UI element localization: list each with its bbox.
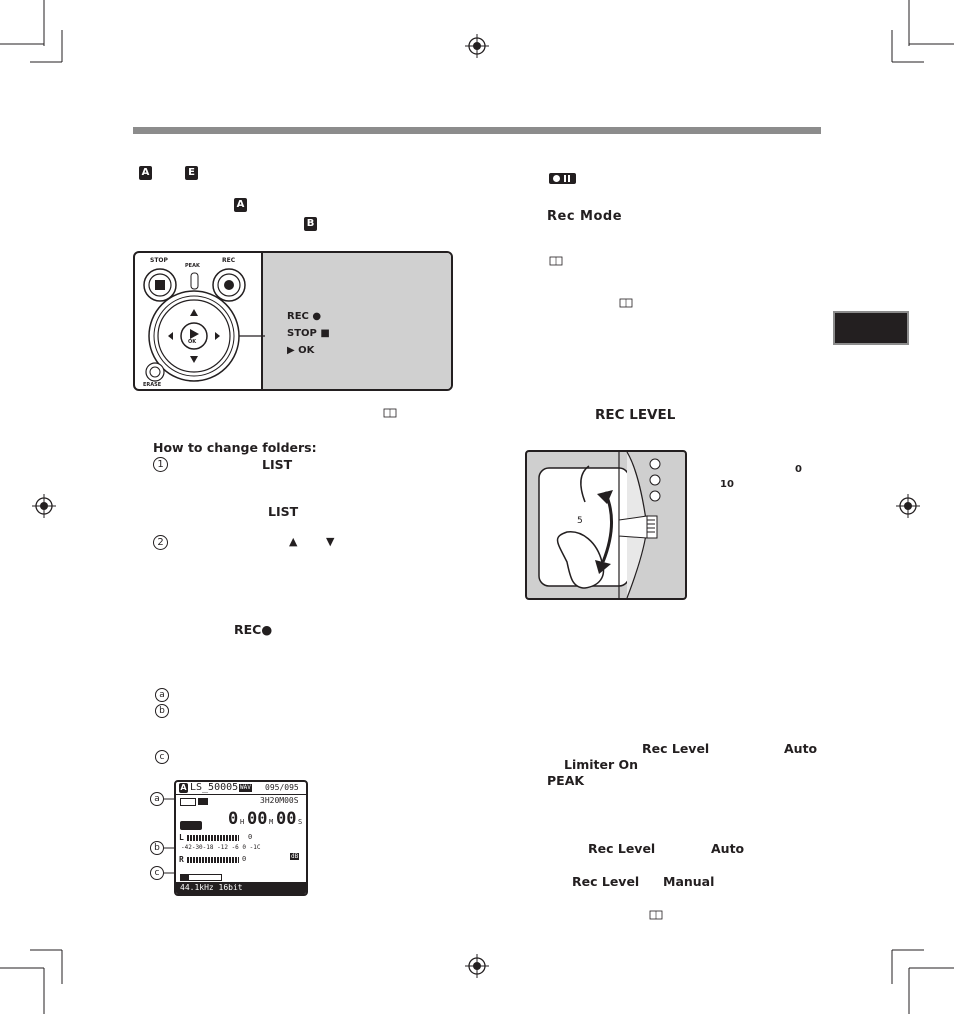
input-icon xyxy=(198,798,208,805)
erase-label: ERASE xyxy=(143,382,162,388)
header-rule xyxy=(133,127,821,134)
registration-mark-bottom xyxy=(465,954,489,978)
annotation-a: a xyxy=(155,688,169,702)
dial-value-0: 0 xyxy=(795,464,802,475)
list-button-ref: LIST xyxy=(268,504,299,519)
level-meter-right-zero: 0 xyxy=(242,855,247,863)
list-button-ref: LIST xyxy=(262,457,293,472)
lcd-time-s-unit: S xyxy=(298,818,303,826)
lcd-format-badge: WAV xyxy=(239,784,252,792)
peak-label: PEAK xyxy=(185,263,200,269)
level-meter-left-label: L xyxy=(179,833,184,842)
rec-level-heading: REC LEVEL xyxy=(595,407,676,423)
up-arrow-ref: ▲ xyxy=(289,535,298,548)
lcd-time-m-unit: M xyxy=(269,818,274,826)
level-meter-scale: -42-30-18 -12 -6 0 -1C xyxy=(181,844,261,851)
limiter-on-ref: Limiter On xyxy=(564,757,639,772)
folder-e-icon: E xyxy=(185,166,198,180)
lcd-quality-bar xyxy=(176,882,306,894)
recorder-label-panel xyxy=(261,253,451,389)
step-1-marker: 1 xyxy=(153,457,168,472)
lcd-file-count: 095/095 xyxy=(265,783,299,792)
ok-callout: ▶ OK xyxy=(287,345,315,356)
annotation-c: c xyxy=(155,750,169,764)
level-meter-left xyxy=(187,835,239,841)
lcd-rec-status-icon xyxy=(180,821,202,830)
lcd-time-hours: 0 xyxy=(228,809,239,829)
rec-button-ref: REC● xyxy=(234,622,273,637)
lcd-filename: LS_50005 xyxy=(190,782,239,793)
stop-callout: STOP ■ xyxy=(287,328,330,339)
level-meter-right xyxy=(187,857,239,863)
lcd-callout-c: c xyxy=(150,866,164,880)
recorder-illustration: STOP PEAK REC OK ERASE REC ● STOP ■ ▶ OK xyxy=(133,251,453,391)
dial-value-10: 10 xyxy=(720,479,734,490)
rec-level-ref: Rec Level xyxy=(588,841,656,856)
annotation-b: b xyxy=(155,704,169,718)
lcd-time-minutes: 00 xyxy=(247,809,268,829)
peak-ref: PEAK xyxy=(547,773,585,788)
folder-a-icon: A xyxy=(234,198,247,212)
rec-callout: REC ● xyxy=(287,311,322,322)
down-arrow-ref: ▼ xyxy=(326,535,335,548)
ok-label: OK xyxy=(188,339,197,345)
auto-ref: Auto xyxy=(784,741,818,756)
registration-mark-top xyxy=(465,34,489,58)
lcd-progress-bar xyxy=(180,874,222,881)
lcd-callout-a: a xyxy=(150,792,164,806)
lcd-time-h-unit: H xyxy=(240,818,245,826)
lcd-time-seconds: 00 xyxy=(276,809,297,829)
book-icon xyxy=(383,408,397,418)
rec-level-ref: Rec Level xyxy=(642,741,710,756)
registration-mark-right xyxy=(896,494,920,518)
recorder-buttons-drawing xyxy=(143,268,265,382)
stop-button-label: STOP xyxy=(150,257,168,264)
rec-button-label: REC xyxy=(222,257,236,264)
lcd-callout-b: b xyxy=(150,841,164,855)
chapter-tab xyxy=(833,311,909,345)
book-icon xyxy=(549,256,563,266)
folder-a-icon: A xyxy=(139,166,152,180)
lcd-folder-icon: A xyxy=(179,783,188,793)
rec-pause-icon xyxy=(549,173,576,184)
level-meter-right-label: R xyxy=(179,855,184,864)
step-2-marker: 2 xyxy=(153,535,168,550)
lcd-db-unit: dB xyxy=(290,853,300,860)
rec-level-dial-illustration: 5 xyxy=(525,450,687,600)
registration-mark-left xyxy=(32,494,56,518)
battery-icon xyxy=(180,798,196,806)
rec-mode-label: Rec Mode xyxy=(547,209,623,224)
book-icon xyxy=(649,910,663,920)
manual-ref: Manual xyxy=(663,874,715,889)
lcd-quality: 44.1kHz 16bit xyxy=(180,883,243,892)
level-meter-left-zero: 0 xyxy=(248,833,253,841)
lcd-title-bar xyxy=(176,782,306,795)
dial-scale-5: 5 xyxy=(577,516,583,526)
book-icon xyxy=(619,298,633,308)
rec-level-ref: Rec Level xyxy=(572,874,640,889)
how-to-change-heading: How to change folders: xyxy=(153,440,317,455)
folder-b-icon: B xyxy=(304,217,317,231)
auto-ref: Auto xyxy=(711,841,745,856)
lcd-remain-time: 3H20M00S xyxy=(260,796,299,805)
lcd-display: A LS_50005 WAV 095/095 3H20M00S 0 H 00 M… xyxy=(174,780,308,896)
